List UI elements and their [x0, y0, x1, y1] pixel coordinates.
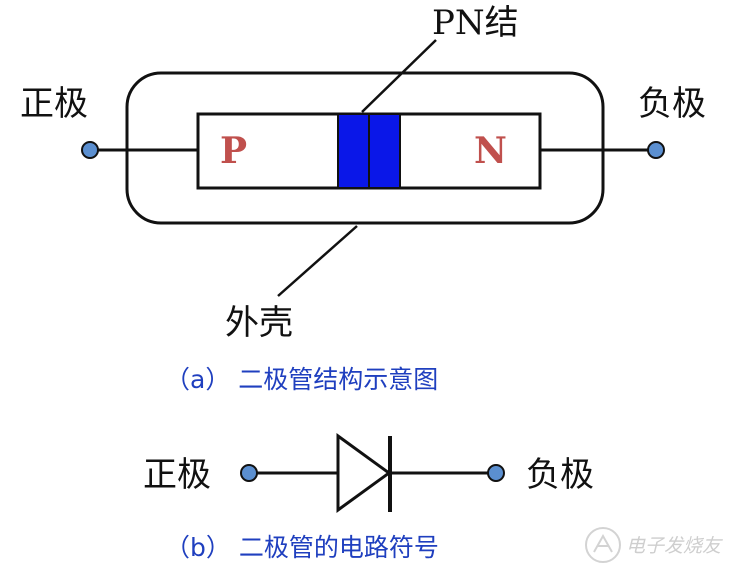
watermark: 电子发烧友	[585, 527, 723, 563]
p-region-label: P	[220, 130, 247, 172]
caption-a: （a） 二极管结构示意图	[165, 365, 438, 394]
shell-leader	[277, 225, 358, 297]
cathode-terminal	[647, 141, 665, 159]
anode-terminal	[81, 141, 99, 159]
shell-label: 外壳	[225, 303, 293, 343]
n-region-label: N	[474, 130, 507, 172]
pn-junction-leader	[361, 39, 437, 113]
symbol-anode-terminal	[240, 464, 258, 482]
symbol-cathode-label: 负极	[526, 455, 594, 495]
watermark-text: 电子发烧友	[626, 535, 723, 557]
diode-shell	[125, 71, 605, 225]
watermark-logo-icon	[585, 527, 621, 563]
cathode-label: 负极	[638, 84, 706, 124]
pn-junction-label: PN结	[432, 3, 519, 43]
caption-b: （b） 二极管的电路符号	[165, 533, 439, 562]
symbol-cathode-terminal	[487, 464, 505, 482]
circuit-symbol: 正极 负极 （b） 二极管的电路符号	[143, 433, 594, 562]
anode-label: 正极	[20, 84, 88, 124]
diode-triangle	[336, 433, 392, 513]
symbol-anode-label: 正极	[143, 455, 211, 495]
watermark-logo-mark	[593, 533, 613, 553]
structure-diagram: PN结 正极 负极 P N 外壳 （a） 二极管结构示意图	[20, 3, 706, 394]
